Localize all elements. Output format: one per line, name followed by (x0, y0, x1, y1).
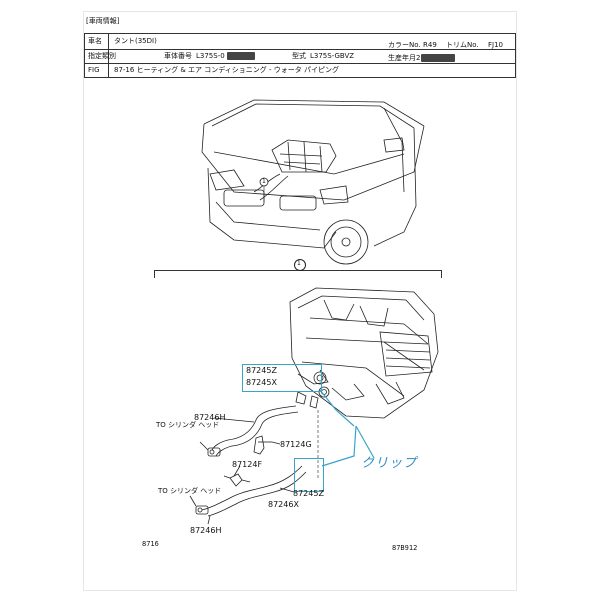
redaction-mark (227, 52, 255, 60)
callout-number-vehicle: 1 (262, 178, 266, 185)
handwritten-clip-note: クリップ (361, 456, 418, 471)
table-rule (84, 49, 516, 50)
part-label: 87245Z (246, 366, 277, 375)
part-label: 87246X (268, 500, 299, 509)
page-number-left: 8716 (142, 540, 159, 548)
part-label: 87246H (190, 526, 222, 535)
spec-label: 指定類別 (88, 52, 116, 60)
name-label: 車名 (88, 37, 102, 45)
heater-unit-drawing (289, 287, 439, 478)
clip-highlight-top (242, 364, 322, 392)
callout-divider (441, 270, 442, 278)
table-rule (84, 77, 516, 78)
trim-label: トリムNo. (446, 41, 479, 49)
callout-circle (294, 259, 306, 271)
table-rule (84, 63, 516, 64)
part-label: TO シリンダ ヘッド (156, 421, 220, 429)
part-label: 87124F (232, 460, 263, 469)
body-no-value: L375S-0 (196, 52, 225, 60)
section-title: [車両情報] (86, 17, 120, 25)
callout-divider (154, 270, 155, 278)
prod-value: 2 (416, 54, 421, 62)
color-label: カラーNo. (388, 41, 421, 49)
table-rule (84, 33, 516, 34)
part-label: 87245Z (293, 489, 324, 498)
fig-value: 87-16 ヒーティング & エア コンディショニング - ウォータ パイピング (114, 66, 339, 74)
document-page: [車両情報] 車名 タント(35DI) カラーNo. R49 トリムNo. FJ… (84, 12, 516, 590)
color-value: R49 (423, 41, 437, 49)
page-number-right: 87B912 (392, 544, 418, 552)
part-label: 87246H (194, 413, 226, 422)
annotation-pointer (319, 389, 375, 467)
redaction-mark (421, 54, 455, 62)
table-rule (108, 33, 109, 77)
hose-drawing (189, 405, 307, 525)
clip-highlight-bottom (294, 458, 324, 492)
trim-value: FJ10 (488, 41, 503, 49)
fig-label: FIG (88, 66, 100, 74)
part-label: TO シリンダ ヘッド (158, 487, 222, 495)
part-label: 87124G (280, 440, 312, 449)
callout-number-detail: 1 (297, 260, 301, 267)
table-rule (515, 33, 516, 77)
prod-label: 生産年月 (388, 54, 416, 62)
table-rule (84, 33, 85, 77)
model-value: L375S-GBVZ (310, 52, 355, 60)
name-value: タント(35DI) (114, 37, 157, 45)
model-label: 型式 (292, 52, 306, 60)
vehicle-illustration (201, 99, 425, 265)
part-label: 87245X (246, 378, 277, 387)
body-no-label: 車体番号 (164, 52, 192, 60)
